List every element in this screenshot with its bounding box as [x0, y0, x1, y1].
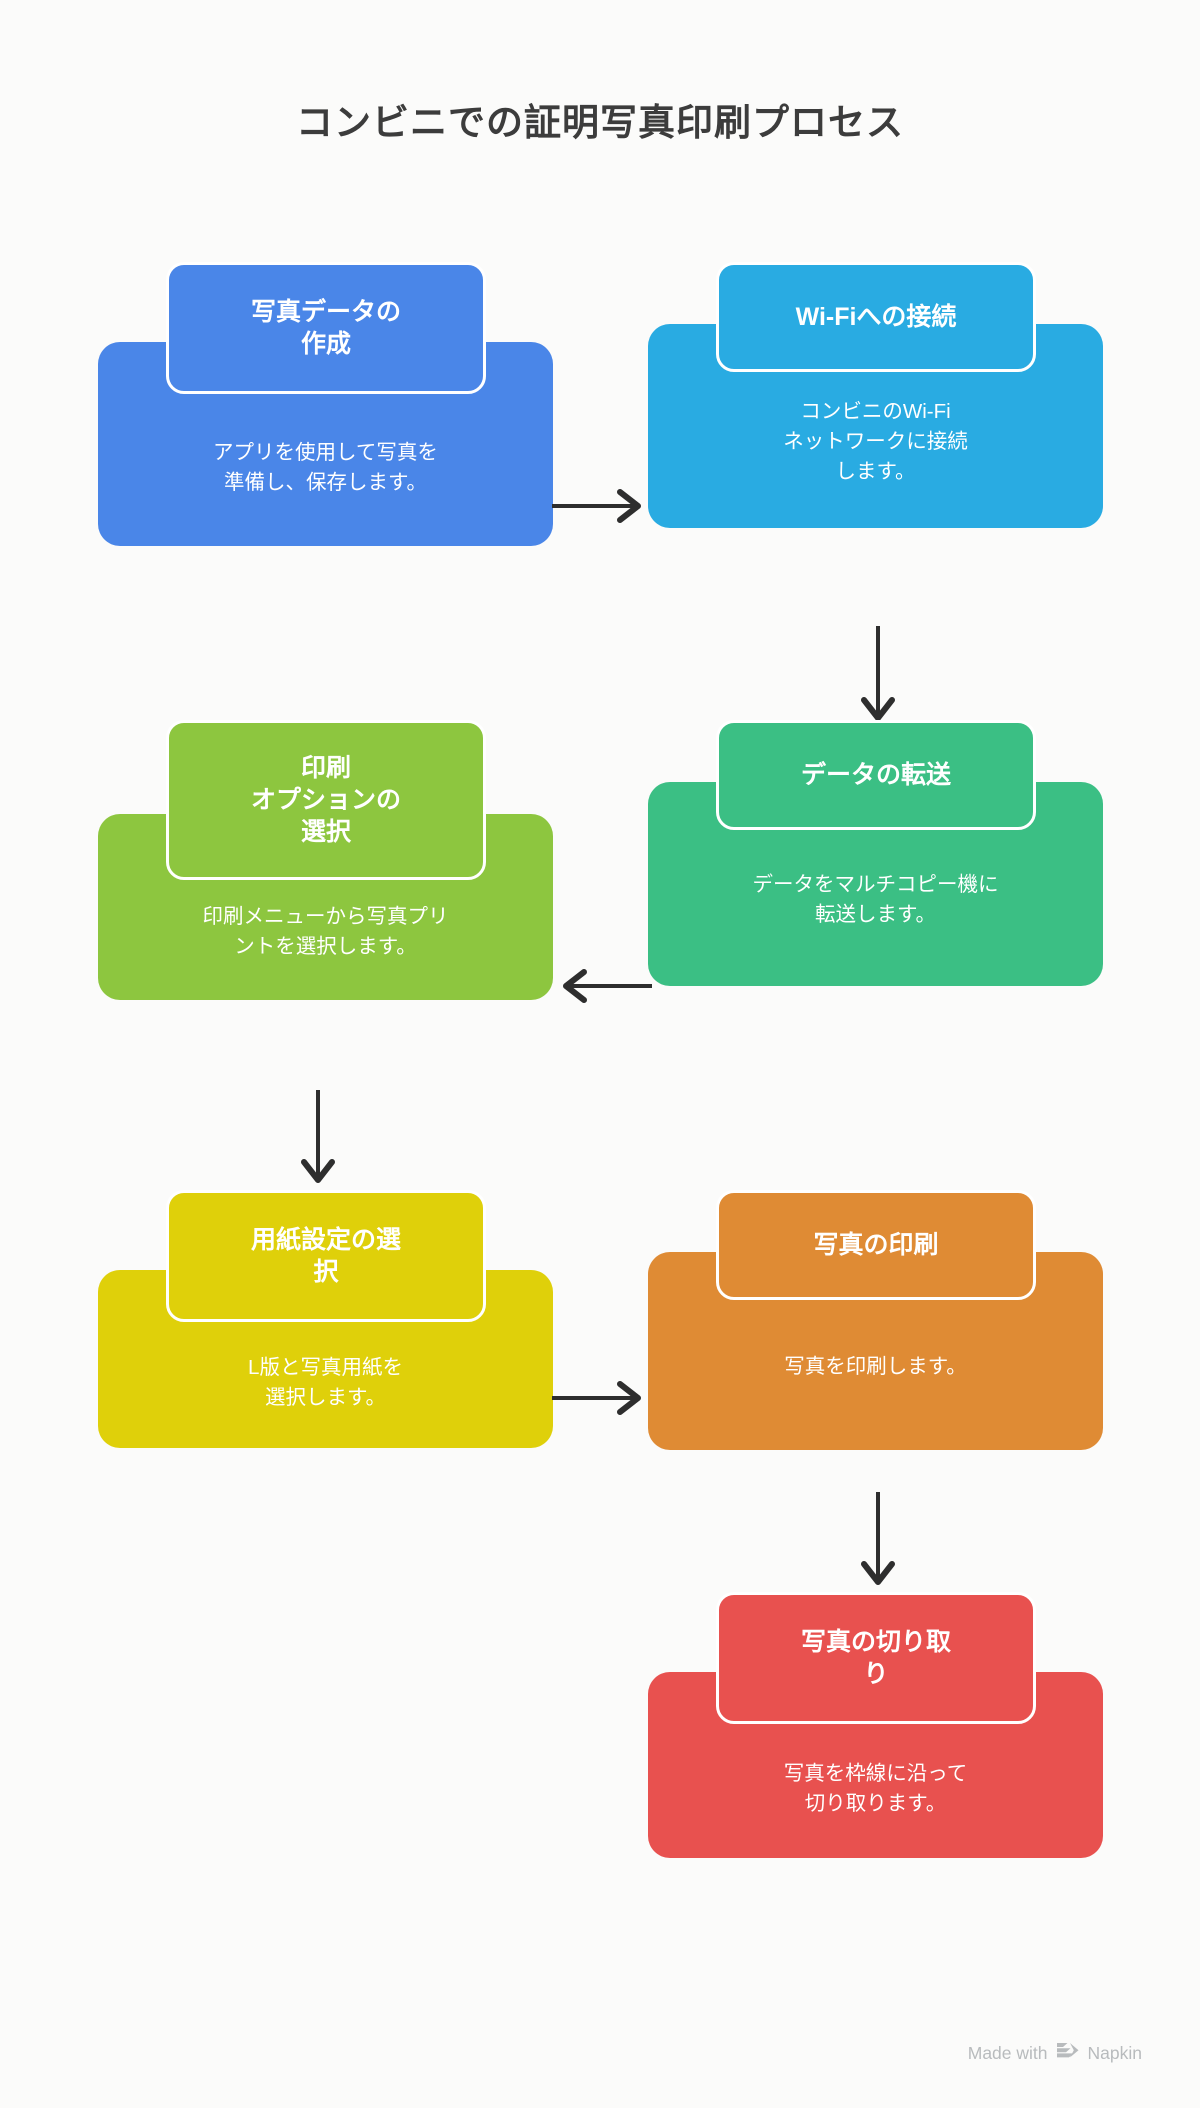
flow-node-header-badge[interactable]: 写真の印刷 — [716, 1190, 1036, 1300]
flow-node-description: アプリを使用して写真を 準備し、保存します。 — [213, 441, 438, 494]
flow-node-title: 用紙設定の選 択 — [250, 1226, 401, 1286]
flow-node-description: コンビニのWi-Fi ネットワークに接続 します。 — [783, 400, 968, 483]
napkin-stripes-logo-icon — [1056, 2041, 1079, 2066]
flow-node-header-badge[interactable]: データの転送 — [716, 720, 1036, 830]
flow-node-description: 印刷メニューから写真プリ ントを選択します。 — [202, 905, 449, 958]
flow-node-header-badge[interactable]: 写真の切り取 り — [716, 1592, 1036, 1724]
flow-node-header-badge[interactable]: 用紙設定の選 択 — [166, 1190, 486, 1322]
arrow-4-3 — [552, 968, 652, 1004]
flow-node-title: 写真の印刷 — [813, 1231, 939, 1259]
arrow-6-7 — [860, 1492, 896, 1596]
flow-node-title: データの転送 — [800, 761, 951, 789]
arrow-1-2 — [552, 488, 652, 524]
flow-node-header-badge[interactable]: 写真データの 作成 — [166, 262, 486, 394]
flow-node-header-badge[interactable]: 印刷 オプションの 選択 — [166, 720, 486, 880]
flow-node-title: 印刷 オプションの 選択 — [250, 754, 401, 846]
page-title: コンビニでの証明写真印刷プロセス — [296, 102, 904, 143]
flow-node-title: 写真の切り取 り — [800, 1628, 951, 1688]
flow-node-header-badge[interactable]: Wi-Fiへの接続 — [716, 262, 1036, 372]
flow-node-description: データをマルチコピー機に 転送します。 — [752, 873, 999, 926]
arrow-3-5 — [300, 1090, 336, 1194]
footer-brand-label: Napkin — [1087, 2043, 1142, 2063]
flow-node-title: 写真データの 作成 — [250, 298, 401, 358]
footer-prefix-label: Made with — [967, 2043, 1048, 2063]
flow-node-title: Wi-Fiへの接続 — [795, 303, 957, 331]
made-with-napkin-footer[interactable]: Made with Napkin — [968, 2041, 1142, 2066]
flow-node-description: 写真を枠線に沿って 切り取ります。 — [783, 1762, 968, 1815]
flow-node-description: L版と写真用紙を 選択します。 — [248, 1356, 403, 1409]
arrow-5-6 — [552, 1380, 652, 1416]
arrow-2-4 — [860, 626, 896, 732]
flow-node-description: 写真を印刷します。 — [784, 1355, 967, 1379]
